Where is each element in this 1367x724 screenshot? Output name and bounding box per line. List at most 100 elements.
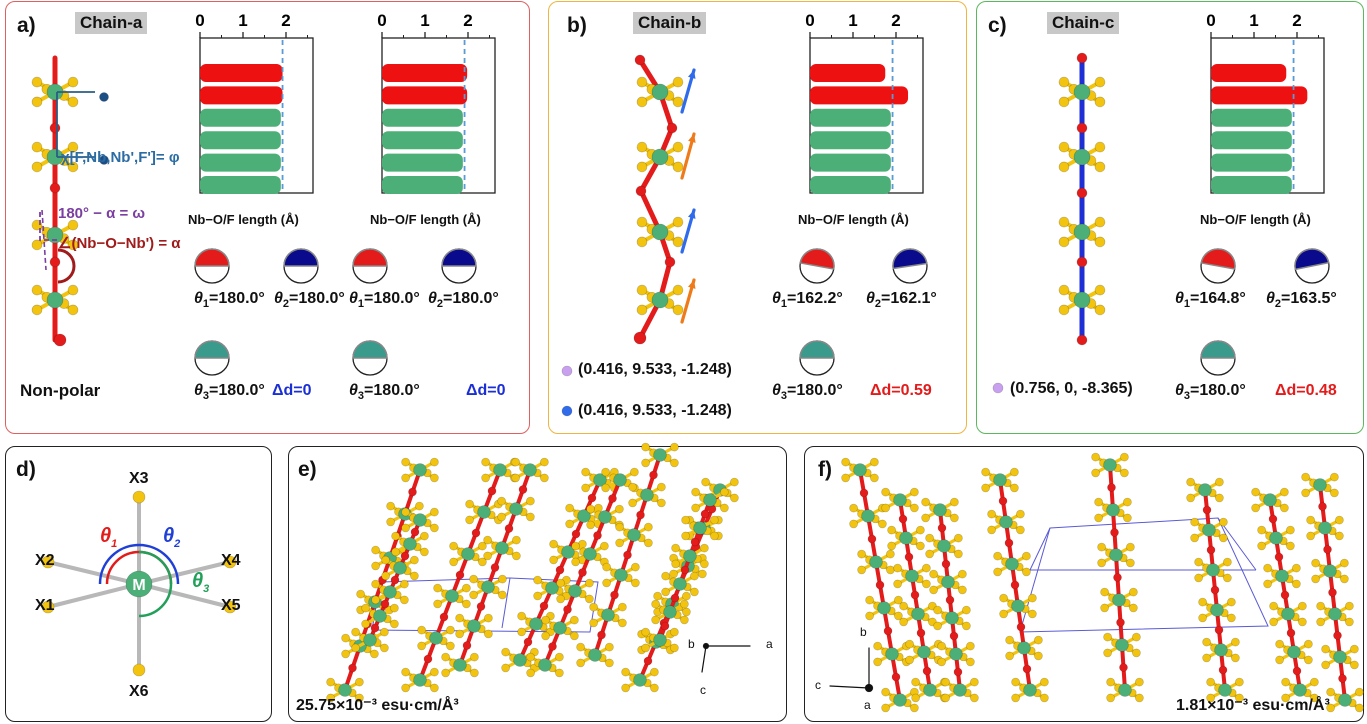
f-atom: [517, 627, 526, 637]
f-nb-atom: [1005, 557, 1019, 571]
bar: [200, 86, 283, 105]
bar: [1211, 86, 1308, 105]
f-atom: [533, 575, 542, 585]
f-atom: [682, 591, 691, 601]
f-atom: [1022, 551, 1031, 561]
f-atom: [710, 515, 719, 525]
f-nb-atom: [1275, 569, 1289, 583]
tick-label: 1: [1249, 11, 1258, 30]
f-atom: [498, 574, 507, 584]
f-atom: [1215, 477, 1224, 487]
f-atom: [720, 487, 729, 497]
f-atom: [556, 578, 565, 588]
dipole-arrow-head: [688, 70, 696, 79]
o-atom: [370, 623, 380, 633]
e-nb-atom: [513, 653, 527, 667]
f-atom: [1321, 660, 1330, 670]
f-nb-atom: [893, 493, 907, 507]
f-atom: [433, 583, 442, 593]
e-nb-atom: [703, 493, 717, 507]
f-atom: [497, 496, 506, 506]
f-atom: [870, 457, 879, 467]
o-atom: [571, 529, 581, 539]
f-atom: [67, 96, 79, 108]
f-nb-atom: [861, 509, 875, 523]
f-atom: [671, 559, 680, 569]
f-atom: [1345, 601, 1354, 611]
f-atom: [381, 571, 390, 581]
o-atom: [439, 612, 449, 622]
pie-a-theta3-1: [194, 340, 230, 359]
f-atom: [361, 603, 370, 613]
f-atom: [601, 467, 610, 477]
f-atom: [933, 605, 942, 615]
panel-e-tag: e): [298, 458, 317, 481]
e-nb-atom: [453, 658, 467, 672]
f-atom: [589, 602, 598, 612]
f-atom: [628, 498, 637, 508]
f-atom: [371, 579, 380, 589]
f-atom: [1186, 477, 1195, 487]
f-atom: [1094, 76, 1106, 88]
e-nb-atom: [467, 619, 481, 633]
f-atom: [886, 565, 895, 575]
f-atom: [600, 541, 609, 551]
f-atom: [1206, 693, 1215, 703]
f-atom: [987, 525, 996, 535]
o-atom: [608, 494, 617, 503]
f-atom: [1286, 525, 1295, 535]
f-atom: [916, 541, 925, 551]
f-atom: [1326, 703, 1335, 713]
o-atom: [633, 331, 647, 345]
f-atom: [981, 483, 990, 493]
f-atom: [446, 641, 455, 651]
o-atom: [390, 575, 400, 585]
o-atom: [937, 523, 947, 533]
c-chart-xlabel: Nb−O/F length (Å): [1200, 212, 1311, 227]
o-atom: [587, 493, 597, 503]
omega-label: 180° − α = ω: [58, 205, 146, 222]
f-nb-atom: [1218, 683, 1232, 697]
f-atom: [371, 595, 380, 605]
panel-a-tag: a): [17, 14, 36, 37]
f-nb-atom: [933, 503, 947, 517]
e-nb-atom: [561, 545, 575, 559]
o-atom: [518, 485, 528, 494]
f-atom: [681, 515, 690, 525]
o-atom: [1323, 545, 1332, 554]
f-atom: [1120, 468, 1129, 478]
f-nb-atom: [911, 607, 925, 621]
f-atom: [401, 683, 410, 693]
f-atom: [1219, 533, 1228, 543]
f-atom: [1094, 216, 1106, 228]
o-atom: [1268, 514, 1278, 524]
f-atom: [1275, 639, 1284, 649]
f-atom: [605, 642, 614, 652]
f-atom: [615, 504, 624, 514]
e-nb-atom: [445, 589, 459, 603]
f-atom: [430, 683, 439, 693]
nb-atom: [651, 291, 669, 309]
f-atom: [1011, 693, 1020, 703]
e-nb-atom: [693, 521, 707, 535]
f-nb-atom: [1323, 564, 1337, 578]
f-atom: [878, 519, 887, 529]
f-atom: [849, 519, 858, 529]
f-atom: [576, 642, 585, 652]
f-atom: [670, 458, 679, 468]
f-atom: [1058, 304, 1070, 316]
f-atom: [555, 668, 564, 678]
f-atom: [1311, 574, 1320, 584]
f-atom: [911, 693, 920, 703]
panel-b: [548, 1, 967, 434]
f-atom: [556, 594, 565, 604]
x-atom: [41, 555, 55, 569]
f-atom: [380, 643, 389, 653]
f-atom: [681, 531, 690, 541]
o-atom: [953, 667, 963, 677]
f-atom: [636, 236, 648, 248]
f-atom: [881, 703, 890, 713]
f-nb-atom: [1103, 458, 1117, 472]
o-atom: [1016, 622, 1026, 632]
o-atom: [555, 565, 565, 575]
